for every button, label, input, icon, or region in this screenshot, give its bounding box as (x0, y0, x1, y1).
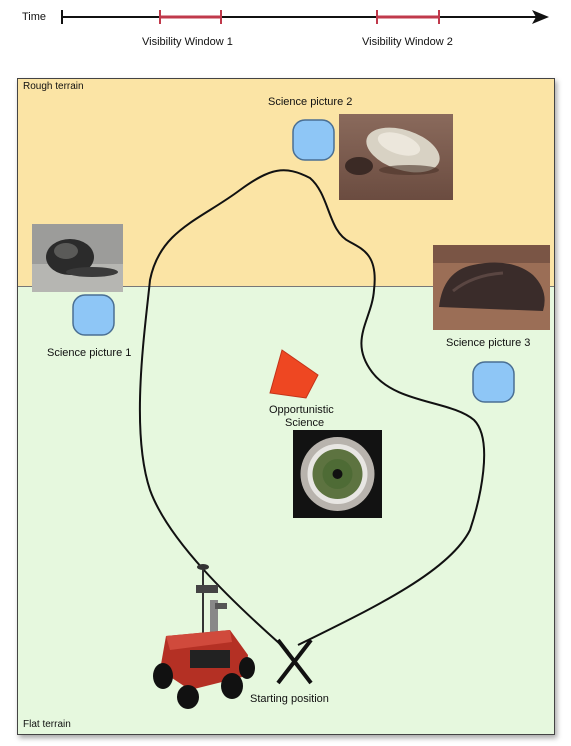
starting-position-label: Starting position (250, 693, 329, 705)
science-picture-2-label: Science picture 2 (268, 96, 352, 108)
science-target-1-marker (73, 295, 114, 335)
science-target-3-marker (473, 362, 514, 402)
rover-robot-icon (153, 564, 255, 709)
science-picture-1-label: Science picture 1 (47, 347, 131, 359)
starting-position-x-icon (278, 640, 311, 683)
opportunistic-science-label-line1: Opportunistic (269, 404, 334, 416)
science-picture-3-label: Science picture 3 (446, 337, 530, 349)
opportunistic-science-region (270, 350, 318, 398)
opportunistic-science-label-line2: Science (285, 417, 324, 429)
science-target-2-marker (293, 120, 334, 160)
